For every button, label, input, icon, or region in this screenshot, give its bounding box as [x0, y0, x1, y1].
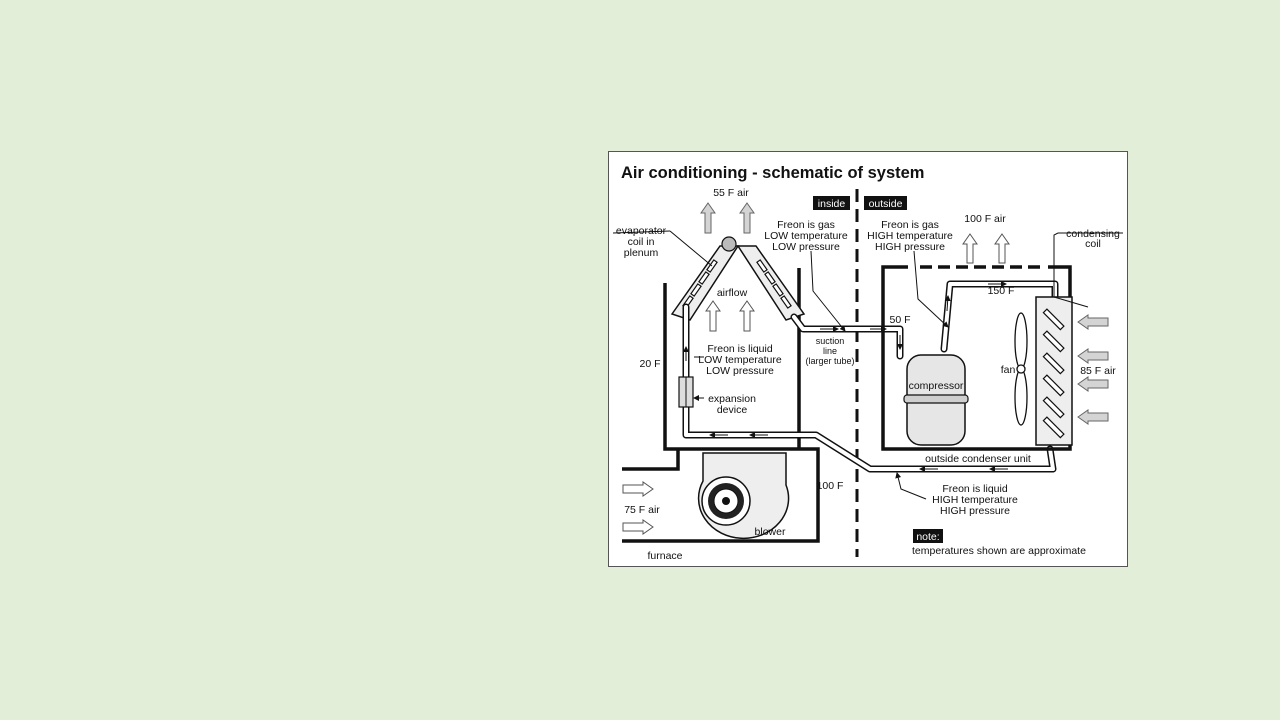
evaporator-leader	[669, 230, 713, 267]
evaporator-label: evaporator	[616, 225, 667, 237]
compressor-label: compressor	[909, 380, 964, 392]
air-55-label: 55 F air	[713, 187, 749, 199]
note-tag-box	[913, 529, 943, 543]
condensing-coil	[1035, 296, 1073, 446]
blower-label: blower	[755, 526, 786, 538]
outside-tag: outside	[869, 198, 903, 210]
coil-in-label: coil in	[628, 236, 655, 248]
hot-air-arrows	[962, 233, 1010, 264]
temp-150-label: 150 F	[988, 285, 1015, 297]
outdoor-air-arrows	[1077, 314, 1109, 425]
condenser-fan	[1014, 312, 1028, 426]
note-tag: note:	[916, 531, 939, 543]
gas-low-line3: LOW pressure	[772, 241, 840, 253]
suction-line1: suction	[816, 336, 845, 346]
airflow-label: airflow	[717, 287, 748, 299]
temp-50-label: 50 F	[889, 314, 910, 326]
liq-high-line3: HIGH pressure	[940, 505, 1010, 517]
liq-low-line2: LOW temperature	[698, 354, 782, 366]
liq-high-line1: Freon is liquid	[942, 483, 1008, 495]
blower	[697, 452, 790, 540]
gas-low-line2: LOW temperature	[764, 230, 848, 242]
gas-low-line1: Freon is gas	[777, 219, 835, 231]
air-100-label: 100 F air	[964, 213, 1006, 225]
plenum-wall-left	[622, 283, 820, 543]
temp-20-label: 20 F	[639, 358, 660, 370]
refrigerant-line	[682, 280, 1059, 473]
gas-high-line2: HIGH temperature	[867, 230, 953, 242]
inside-tag-box	[813, 196, 850, 210]
cool-air-arrows	[700, 202, 755, 234]
evaporator-underline	[612, 230, 671, 234]
compressor	[903, 354, 969, 446]
air-75-label: 75 F air	[624, 504, 660, 516]
condensing-label: condensing	[1066, 228, 1120, 240]
expansion-line2: device	[717, 404, 748, 416]
gas-low-leader	[810, 250, 846, 332]
fan-label: fan	[1001, 364, 1016, 376]
diagram-title: Air conditioning - schematic of system	[621, 164, 924, 182]
furnace-wall-outer	[622, 449, 680, 471]
liq-low-line1: Freon is liquid	[707, 343, 773, 355]
liq-low-line3: LOW pressure	[706, 365, 774, 377]
air-85-label: 85 F air	[1080, 365, 1116, 377]
condenser-unit-wall	[881, 265, 1072, 451]
liq-high-leader	[895, 472, 927, 500]
outside-tag-box	[864, 196, 907, 210]
return-air-arrows	[622, 481, 654, 535]
furnace-label: furnace	[647, 550, 682, 562]
plenum-label: plenum	[624, 247, 659, 259]
coil-label: coil	[1085, 238, 1101, 250]
gas-high-line3: HIGH pressure	[875, 241, 945, 253]
liq-high-line2: HIGH temperature	[932, 494, 1018, 506]
airflow-arrows	[705, 300, 755, 332]
gas-high-line1: Freon is gas	[881, 219, 939, 231]
ac-schematic: Air conditioning - schematic of system i…	[608, 151, 1128, 567]
temp-100-label: 100 F	[817, 480, 844, 492]
suction-line2: line	[823, 346, 837, 356]
expansion-device	[678, 376, 694, 408]
condensing-leader	[1053, 232, 1089, 308]
outside-unit-label: outside condenser unit	[925, 453, 1031, 465]
expansion-line1: expansion	[708, 393, 756, 405]
diagram-figure: Air conditioning - schematic of system i…	[608, 151, 1128, 567]
gas-high-leader	[913, 250, 949, 328]
suction-line3: (larger tube)	[805, 356, 854, 366]
inside-tag: inside	[818, 198, 846, 210]
note-text: temperatures shown are approximate	[912, 545, 1086, 557]
